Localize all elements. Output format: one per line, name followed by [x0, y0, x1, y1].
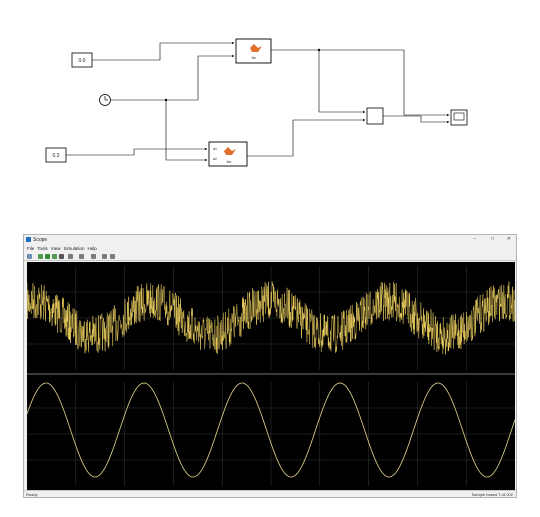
status-ready: Ready: [26, 492, 38, 497]
simulink-diagram: 0.0 0.3 fcn a1 a2 fcn: [45, 38, 468, 167]
scope-statusbar: Ready Sample based T=8.002: [24, 490, 516, 497]
stop-icon[interactable]: [59, 254, 64, 259]
scope-titlebar: Scope – □ ✕: [24, 235, 516, 244]
scope-plot-area: [27, 262, 515, 490]
mux-block[interactable]: [366, 107, 384, 125]
scope-toolbar: [24, 252, 516, 261]
fcn-bottom-port-a1: a1: [213, 147, 217, 151]
settings-icon[interactable]: [27, 254, 32, 259]
scope-window: Scope – □ ✕ File Tools View Simulation H…: [23, 234, 517, 498]
matlab-function-block-top[interactable]: fcn: [235, 38, 272, 64]
wire-junctions: [164, 48, 321, 102]
status-sample-time: Sample based T=8.002: [471, 492, 513, 497]
cursor-measure-icon[interactable]: [102, 254, 107, 259]
highlight-icon[interactable]: [68, 254, 73, 259]
close-icon[interactable]: ✕: [506, 236, 511, 242]
menu-file[interactable]: File: [27, 245, 35, 251]
fcn-top-label: fcn: [252, 56, 257, 60]
zoom-icon[interactable]: [79, 254, 84, 259]
scope-block[interactable]: [450, 109, 468, 126]
noisy-signal-trace: [27, 281, 515, 355]
scope-menubar: File Tools View Simulation Help: [24, 244, 516, 252]
measurements-icon[interactable]: [110, 254, 115, 259]
menu-view[interactable]: View: [50, 245, 61, 251]
fcn-bottom-label: fcn: [227, 160, 232, 164]
constant-bottom-value: 0.3: [53, 153, 60, 159]
constant-block-bottom[interactable]: 0.3: [45, 147, 67, 163]
step-forward-icon[interactable]: [52, 254, 57, 259]
matlab-logo-icon: [250, 44, 262, 52]
minimize-icon[interactable]: –: [473, 236, 476, 242]
signal-lines: [66, 41, 450, 162]
matlab-function-block-bottom[interactable]: a1 a2 fcn: [208, 141, 248, 167]
step-back-icon[interactable]: [38, 254, 43, 259]
constant-block-top[interactable]: 0.0: [71, 52, 93, 68]
fcn-bottom-port-a2: a2: [213, 157, 217, 161]
autoscale-icon[interactable]: [91, 254, 96, 259]
matlab-logo-icon: [224, 147, 236, 155]
sine-signal-trace: [27, 382, 515, 478]
clock-block[interactable]: [99, 94, 111, 106]
menu-simulation[interactable]: Simulation: [63, 245, 85, 251]
constant-top-value: 0.0: [79, 58, 86, 64]
run-icon[interactable]: [45, 254, 50, 259]
scope-app-icon: [26, 237, 31, 242]
menu-tools[interactable]: Tools: [37, 245, 48, 251]
menu-help[interactable]: Help: [87, 245, 97, 251]
maximize-icon[interactable]: □: [490, 236, 494, 242]
scope-title: Scope: [33, 236, 48, 243]
